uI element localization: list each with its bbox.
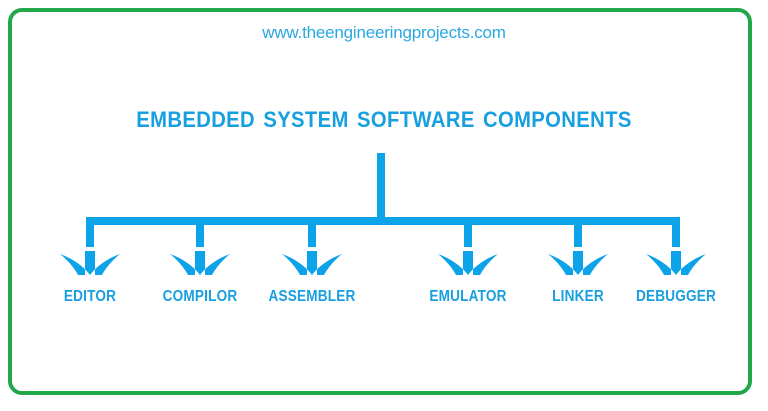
distribution-bar [86,217,680,225]
node-label-linker: LINKER [552,288,604,305]
branch-stem-assembler [308,221,316,247]
node-label-debugger: DEBUGGER [636,288,716,305]
branch-stem-editor [86,221,94,247]
branch-stem-linker [574,221,582,247]
node-label-editor: EDITOR [63,288,117,305]
down-arrow-icon-linker [548,251,608,275]
node-label-compilor: COMPILOR [162,288,238,305]
down-arrow-icon-editor [60,251,120,275]
node-label-emulator: EMULATOR [429,288,507,305]
down-arrow-icon-emulator [438,251,498,275]
branch-stem-compilor [196,221,204,247]
trunk-line [377,153,385,221]
watermark-url: www.theengineeringprojects.com [262,23,506,42]
node-label-assembler: ASSEMBLER [268,288,356,305]
branch-stem-debugger [672,221,680,247]
down-arrow-icon-compilor [170,251,230,275]
down-arrow-icon-assembler [282,251,342,275]
green-frame-border [8,8,752,395]
branch-stem-emulator [464,221,472,247]
page-title: Embedded System software components [136,99,632,134]
down-arrow-icon-debugger [646,251,706,275]
